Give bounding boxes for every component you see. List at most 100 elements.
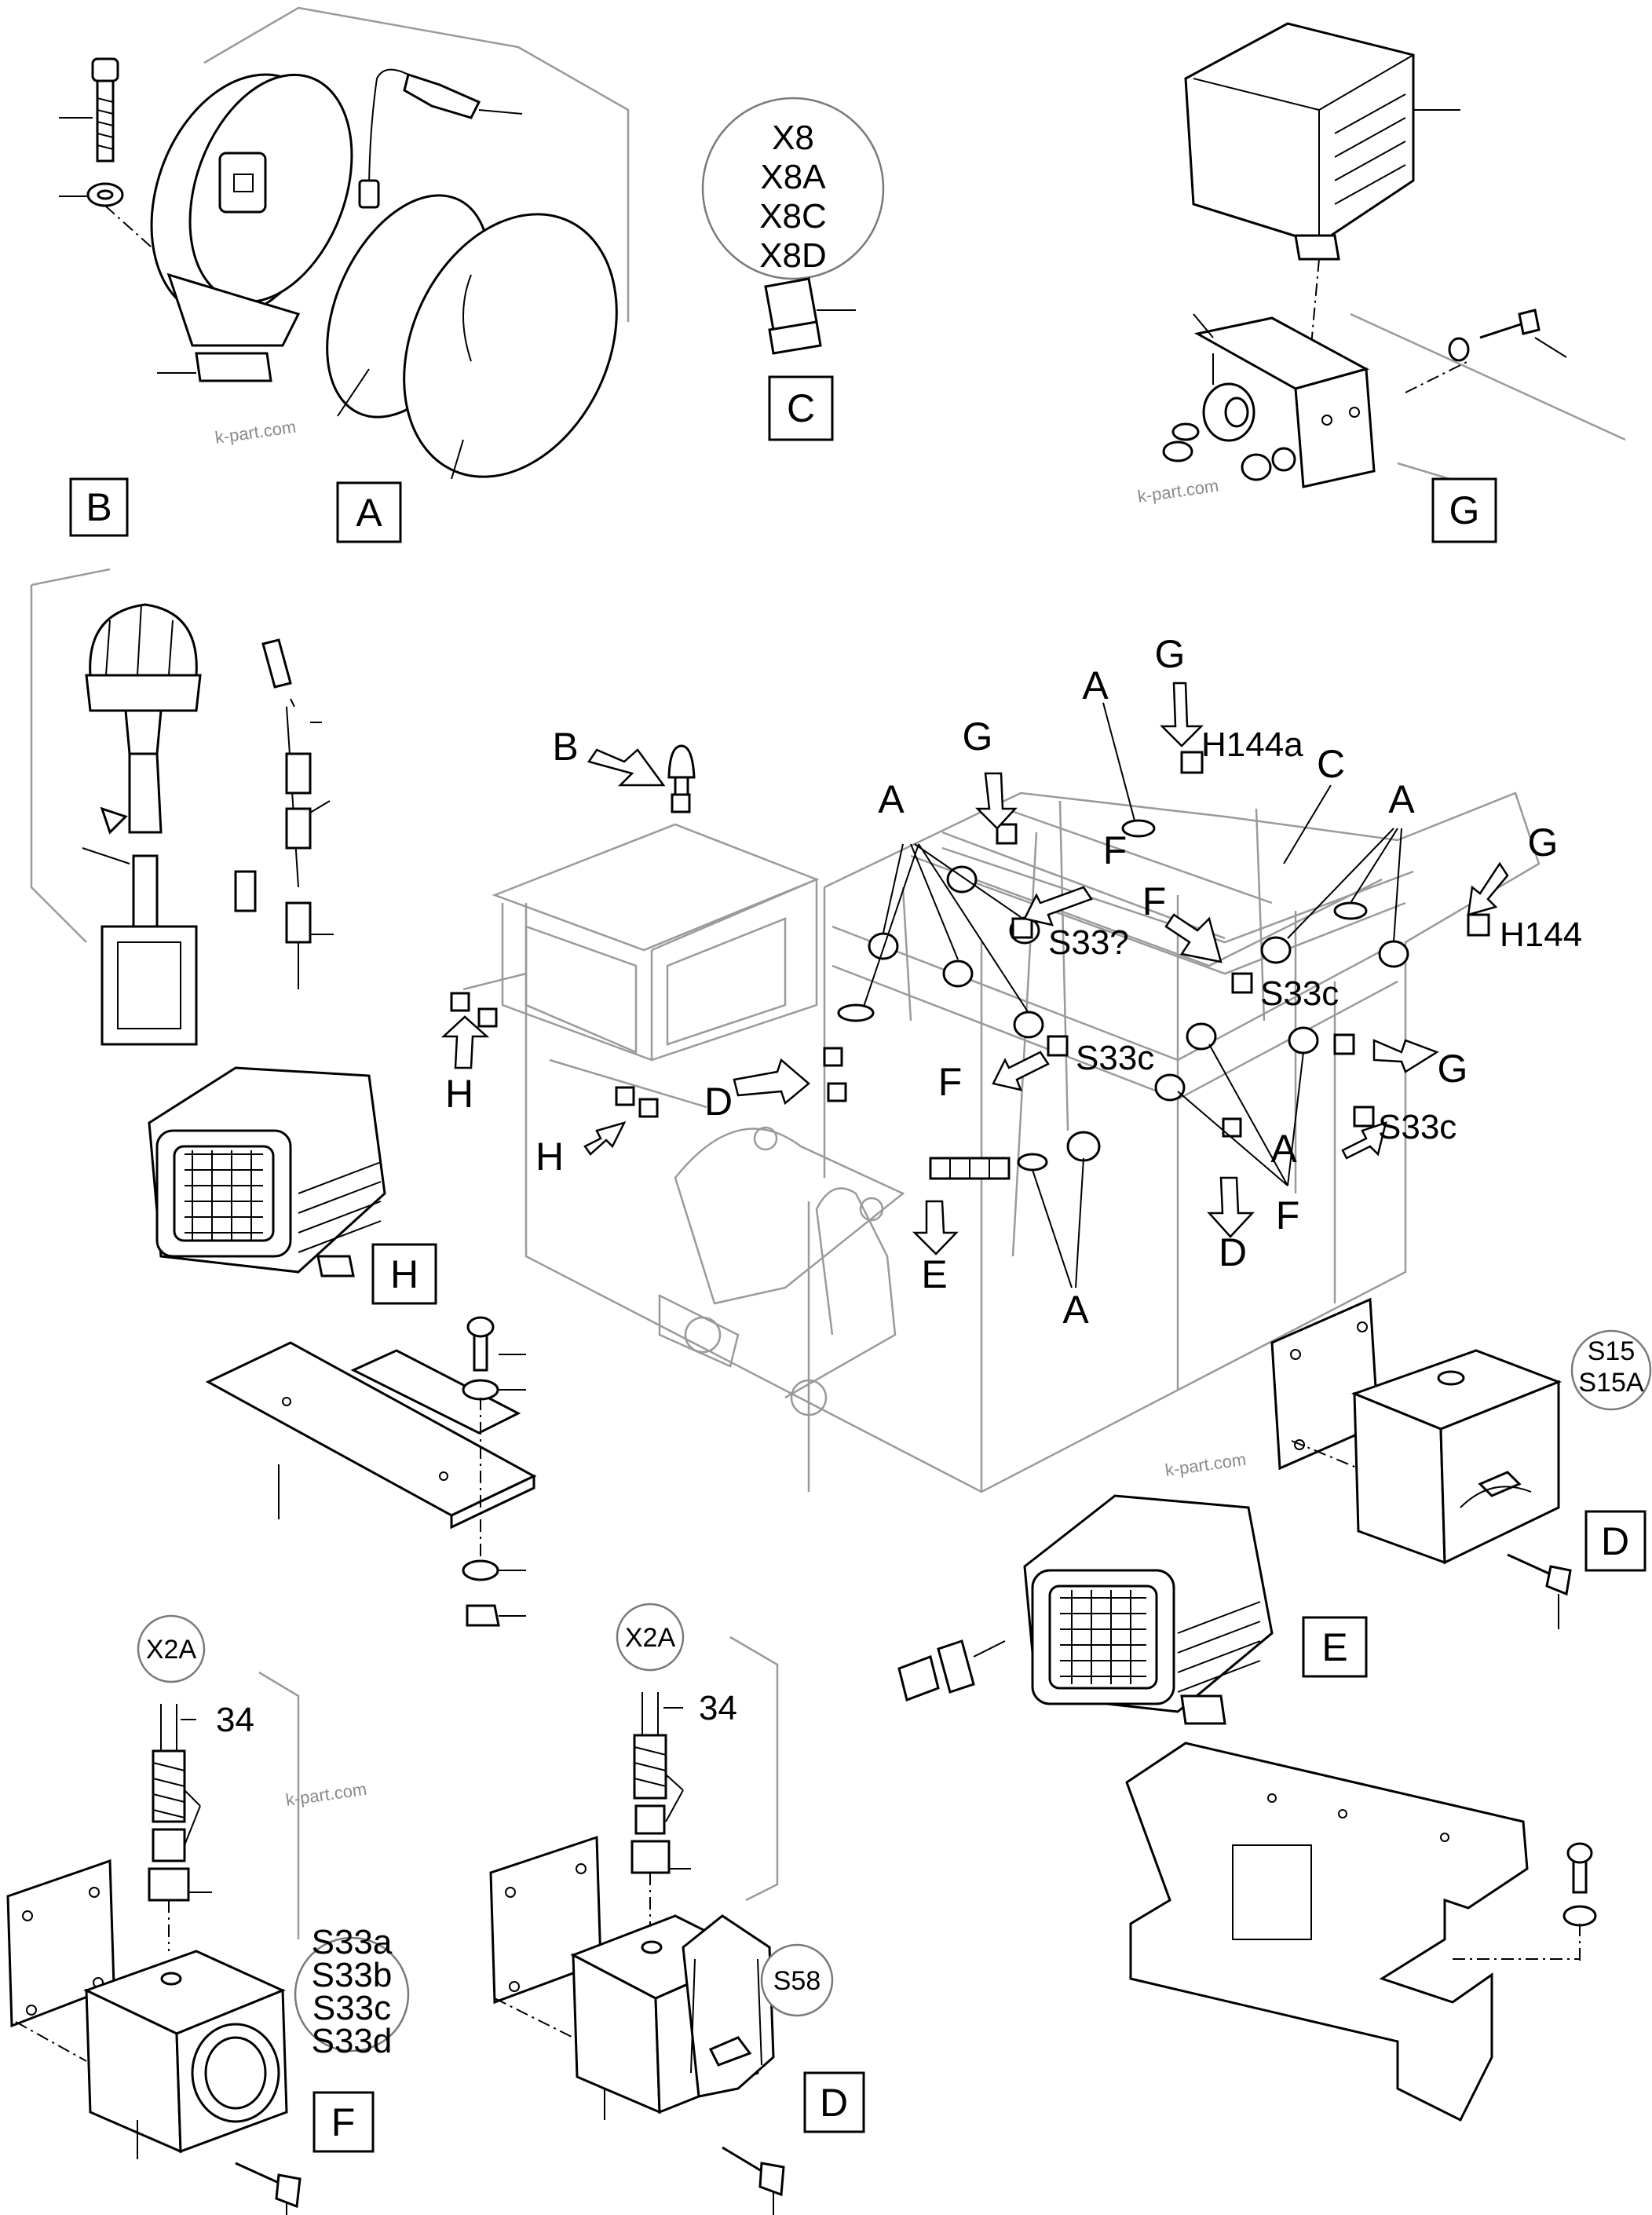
beacon-icon: [82, 603, 202, 1046]
panel-label-box-G: [1431, 477, 1497, 543]
switch-box-markers: [450, 751, 1490, 1180]
connector-D-bottom: X2A: [625, 1623, 676, 1653]
watermark-text: k-part.com: [1136, 476, 1219, 506]
connector-circle-F: [137, 1614, 206, 1683]
callout-S33c: S33c: [1076, 1039, 1154, 1077]
callout-G: G: [1155, 632, 1186, 676]
panel-label-H: H: [390, 1252, 418, 1296]
code-F-4: S33d: [312, 2022, 393, 2060]
screw-icon: [1448, 309, 1567, 362]
code-F-1: S33a: [312, 1923, 393, 1961]
callout-E: E: [921, 1252, 947, 1296]
washer-icon: [59, 182, 124, 207]
panel-label-A: A: [356, 491, 382, 535]
callout-S33q: S33?: [1048, 923, 1129, 962]
callout-H: H: [445, 1072, 473, 1116]
code-C-1: X8: [772, 119, 814, 157]
callout-B: B: [552, 725, 578, 769]
bolt-icon: [59, 57, 119, 163]
screw-icon: [1507, 1553, 1572, 1629]
panel-label-D-top: D: [1601, 1519, 1629, 1563]
panel-switch-F: X2A 34: [6, 1614, 410, 2215]
panel-switch-D-bottom: X2A 34: [489, 1603, 865, 2215]
beacon-cable-icon: [234, 638, 334, 989]
headlamp-icon: [148, 1066, 386, 1277]
panel-label-D-bottom: D: [820, 2081, 848, 2125]
callout-D: D: [1219, 1230, 1247, 1274]
panel-label-box-H: [371, 1243, 437, 1305]
panel-label-box-C: [768, 375, 834, 441]
code-circle-D-top: [1570, 1329, 1652, 1411]
panel-bracket-lamp: k-part.com G: [1136, 22, 1626, 543]
panel-label-box-E: [1302, 1616, 1368, 1678]
connector-icon: [148, 1704, 212, 1902]
wire-number-D-bottom: 34: [699, 1689, 737, 1727]
callout-A: A: [1062, 1288, 1089, 1332]
code-C-2: X8A: [760, 158, 826, 196]
panel-label-box-D-bottom: [803, 2071, 865, 2133]
panel-label-F: F: [331, 2100, 356, 2144]
panel-beacon: [30, 568, 334, 1046]
panel-label-G: G: [1449, 488, 1480, 532]
panel-label-box-F: [312, 2091, 375, 2153]
lift-arm-icon: [658, 1126, 905, 1492]
panel-label-B: B: [86, 485, 111, 529]
cab-icon: [462, 823, 820, 1109]
code-F-3: S33c: [312, 1989, 391, 2027]
beacon-small-icon: [667, 744, 696, 813]
mounting-bracket-icon: [1125, 1742, 1529, 2122]
nut-icon: [1162, 422, 1296, 481]
callout-arrows: [440, 682, 1509, 1256]
callout-F: F: [938, 1060, 963, 1104]
panel-label-E: E: [1321, 1625, 1347, 1669]
panel-label-box-B: [69, 477, 129, 537]
connector-F: X2A: [146, 1635, 197, 1665]
callout-F: F: [1103, 828, 1128, 872]
code-F-2: S33b: [312, 1956, 393, 1994]
lamp-housing-icon: [150, 73, 353, 382]
callout-G: G: [963, 715, 993, 758]
panel-relay: X8 X8A X8C X8D C: [701, 97, 885, 441]
panel-round-lamp: k-part.com B A: [59, 6, 630, 543]
work-lamp-icon: [1184, 22, 1460, 261]
panel-label-C: C: [787, 386, 815, 430]
callout-C: C: [1317, 742, 1345, 786]
bolt-icon: [462, 1316, 526, 1627]
code-circle-C: [701, 97, 885, 280]
mounting-plate-icon: [205, 1341, 537, 1530]
code-D-top-2: S15A: [1578, 1368, 1643, 1398]
screw-icon: [235, 2162, 302, 2215]
connector-icon: [630, 1692, 691, 1874]
callout-D: D: [704, 1080, 733, 1124]
panel-label-box-D-top: [1584, 1510, 1647, 1572]
switch-box-icon: [489, 1835, 775, 2114]
panel-headlamp-E: E: [897, 1494, 1597, 2122]
code-D-top-1: S15: [1588, 1336, 1636, 1366]
relay-icon: [764, 277, 856, 355]
callout-A: A: [878, 777, 905, 821]
callout-G: G: [1438, 1047, 1468, 1091]
callout-H: H: [535, 1135, 564, 1179]
mounting-bracket-icon: [1193, 313, 1376, 488]
machine-overview: B G H144a A G C A G H144 A F F S33? S33c…: [440, 632, 1582, 1493]
panel-label-box-A: [336, 481, 402, 543]
switch-box-icon: [6, 1859, 288, 2154]
callout-A: A: [1270, 1127, 1297, 1171]
bulb-icon: [897, 1639, 1006, 1701]
callout-A: A: [1388, 777, 1415, 821]
callout-H144a: H144a: [1201, 726, 1303, 764]
callout-F: F: [1276, 1193, 1300, 1237]
panel-headlamp-H: H: [148, 1066, 537, 1627]
bulb-icon: [358, 68, 523, 209]
callout-F: F: [1142, 879, 1167, 923]
code-circle-F: [294, 1936, 410, 2052]
callout-S33c: S33c: [1260, 974, 1339, 1013]
callout-A: A: [1082, 663, 1109, 707]
bolt-icon: [1453, 1842, 1597, 1963]
code-C-4: X8D: [759, 236, 827, 275]
code-circle-D-bottom: [760, 1943, 834, 2017]
headlamp-icon: [1023, 1494, 1274, 1725]
switch-box-icon: [1350, 1349, 1562, 1565]
callout-G: G: [1528, 821, 1559, 864]
